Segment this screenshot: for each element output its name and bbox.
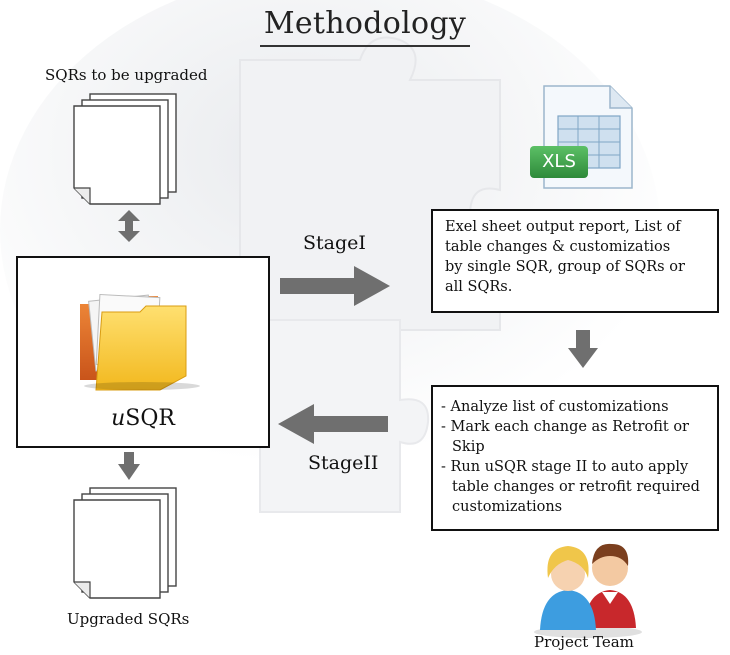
right-arrow-icon bbox=[280, 266, 390, 306]
document-stack-icon bbox=[73, 93, 177, 205]
bidirectional-arrow-icon bbox=[118, 210, 140, 242]
action-line: - Mark each change as Retrofit or bbox=[441, 419, 689, 435]
report-line: table changes & customizatios bbox=[445, 239, 671, 255]
action-line: - Run uSQR stage II to auto apply bbox=[441, 459, 689, 475]
action-line: table changes or retrofit required bbox=[452, 479, 700, 495]
sqrs-to-upgrade-label: SQRs to be upgraded bbox=[45, 66, 208, 84]
project-team-label: Project Team bbox=[534, 633, 634, 651]
left-arrow-icon bbox=[278, 404, 388, 444]
report-line: by single SQR, group of SQRs or bbox=[445, 259, 685, 275]
usqr-tool-box: uSQR bbox=[16, 256, 270, 448]
action-line: customizations bbox=[452, 499, 563, 515]
usqr-name: SQR bbox=[125, 406, 175, 431]
title-underline bbox=[260, 45, 470, 47]
down-arrow-icon bbox=[568, 330, 598, 368]
page-title: Methodology bbox=[263, 6, 467, 41]
action-line: Skip bbox=[452, 439, 485, 455]
action-box-text: - Analyze list of customizations - Mark … bbox=[441, 397, 717, 517]
report-line: Exel sheet output report, List of bbox=[445, 219, 681, 235]
report-line: all SQRs. bbox=[445, 279, 513, 295]
action-line: - Analyze list of customizations bbox=[441, 399, 669, 415]
usqr-prefix: u bbox=[111, 406, 126, 431]
stage2-label: StageII bbox=[308, 452, 379, 474]
down-arrow-icon bbox=[118, 452, 140, 480]
upgraded-sqrs-label: Upgraded SQRs bbox=[67, 610, 190, 628]
project-team-icon bbox=[534, 543, 642, 638]
usqr-label: uSQR bbox=[18, 406, 268, 431]
action-box: - Analyze list of customizations - Mark … bbox=[431, 385, 719, 531]
report-box: Exel sheet output report, List of table … bbox=[431, 209, 719, 313]
report-box-text: Exel sheet output report, List of table … bbox=[445, 217, 717, 297]
xls-icon-text: XLS bbox=[542, 151, 576, 172]
stage1-label: StageI bbox=[303, 232, 366, 254]
folder-icon bbox=[80, 293, 200, 391]
excel-xls-icon bbox=[530, 85, 633, 189]
upgraded-document-stack-icon bbox=[73, 487, 177, 599]
